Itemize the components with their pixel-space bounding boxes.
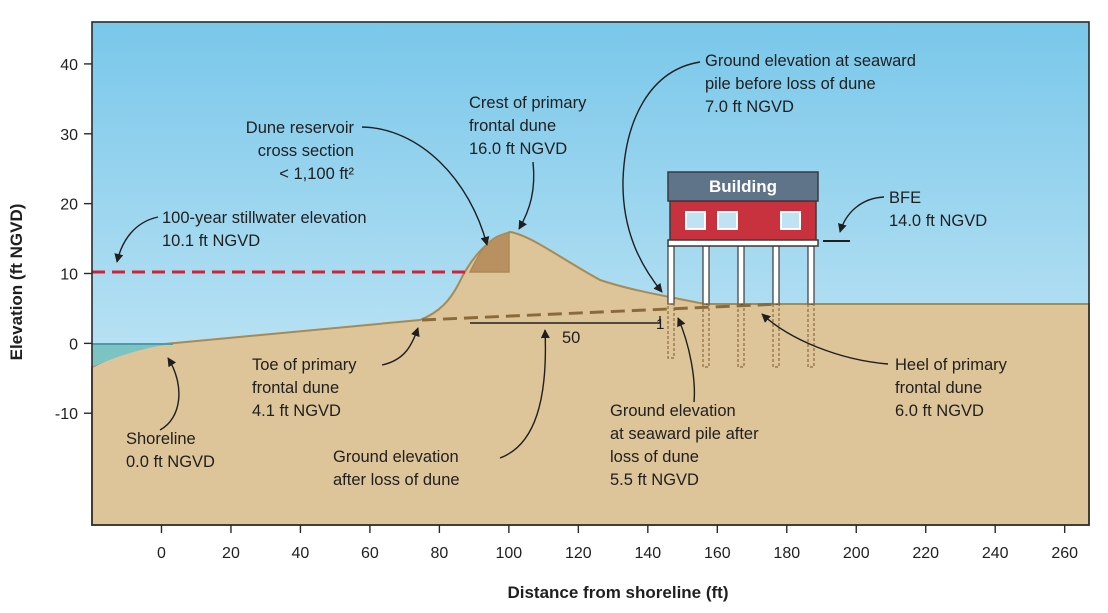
crest-label-line1: Crest of primary [469,94,587,112]
pile [807,245,815,305]
seaward-after-label-line2: at seaward pile after [610,425,759,443]
stillwater-label-line2: 10.1 ft NGVD [162,232,260,250]
shoreline-arrow [159,357,180,431]
x-axis: 0 20 40 60 80 100 120 140 160 180 200 220 240 260 [157,525,1078,562]
water [92,344,173,367]
reservoir-arrow [361,126,490,246]
eroded-ground-profile-line [421,302,781,322]
pile [772,245,780,305]
reservoir-label-line2: cross section [258,142,354,160]
toe-label-line3: 4.1 ft NGVD [252,402,341,420]
pile-embedded [702,303,710,368]
x-tick-label: 80 [430,545,448,562]
y-tick-label: 30 [60,127,78,144]
seaward-after-label-line4: 5.5 ft NGVD [610,471,699,489]
seaward-before-label-line3: 7.0 ft NGVD [705,98,794,116]
x-tick-label: 0 [157,545,166,562]
stillwater-arrow [114,216,159,263]
window [780,211,801,230]
x-tick-label: 20 [222,545,240,562]
stillwater-label-line1: 100-year stillwater elevation [162,209,367,227]
reservoir-label-line3: < 1,100 ft² [279,165,354,183]
x-axis-label: Distance from shoreline (ft) [507,583,728,602]
seaward-after-label-line1: Ground elevation [610,402,736,420]
toe-arrow [381,327,420,366]
after-loss-label-line1: Ground elevation [333,448,459,466]
pile-embedded [772,303,780,368]
x-tick-label: 180 [773,545,800,562]
after-loss-arrow [499,329,550,459]
seaward-before-arrow [622,61,701,293]
house-floor-beam [667,239,819,247]
bfe-label-line2: 14.0 ft NGVD [889,212,987,230]
x-tick-label: 200 [843,545,870,562]
slope-run-label: 50 [562,329,580,347]
bfe-label-line1: BFE [889,189,921,207]
y-tick-label: 0 [69,336,78,353]
pile [702,245,710,305]
x-tick-label: 120 [565,545,592,562]
crest-label-line3: 16.0 ft NGVD [469,140,567,158]
y-tick-label: 10 [60,267,78,284]
shoreline-label-line2: 0.0 ft NGVD [126,453,215,471]
heel-label-line2: frontal dune [895,379,982,397]
x-tick-label: 40 [292,545,310,562]
y-axis: 40 30 20 10 0 -10 [55,57,92,423]
pile [737,245,745,305]
bfe-arrow [838,196,885,233]
x-tick-label: 160 [704,545,731,562]
heel-label-line1: Heel of primary [895,356,1008,374]
crest-label-line2: frontal dune [469,117,556,135]
y-axis-label: Elevation (ft NGVD) [7,204,26,361]
after-loss-label-line2: after loss of dune [333,471,460,489]
window [717,211,738,230]
building-label: Building [709,177,777,196]
toe-label-line2: frontal dune [252,379,339,397]
roof [667,171,819,202]
pile-embedded [667,303,675,359]
pile-embedded [807,303,815,368]
y-tick-label: 20 [60,197,78,214]
building: Building [667,171,819,368]
x-tick-label: 240 [982,545,1009,562]
x-tick-label: 260 [1051,545,1078,562]
x-tick-label: 220 [912,545,939,562]
toe-label-line1: Toe of primary [252,356,357,374]
crest-arrow [518,161,535,230]
seaward-after-arrow [677,317,696,403]
pile-embedded [737,303,745,368]
y-tick-label: 40 [60,57,78,74]
slope-indicator [470,316,661,324]
seaward-after-label-line3: loss of dune [610,448,699,466]
slope-rise-label: 1 [656,316,664,333]
x-tick-label: 60 [361,545,379,562]
seaward-before-label-line2: pile before loss of dune [705,75,876,93]
window [685,211,706,230]
reservoir-label-line1: Dune reservoir [246,119,355,137]
x-tick-label: 100 [496,545,523,562]
shoreline-label-line1: Shoreline [126,430,196,448]
heel-label-line3: 6.0 ft NGVD [895,402,984,420]
heel-arrow [761,313,889,365]
x-tick-label: 140 [634,545,661,562]
seaward-before-label-line1: Ground elevation at seaward [705,52,916,70]
pile [667,245,675,305]
y-tick-label: -10 [55,406,78,423]
